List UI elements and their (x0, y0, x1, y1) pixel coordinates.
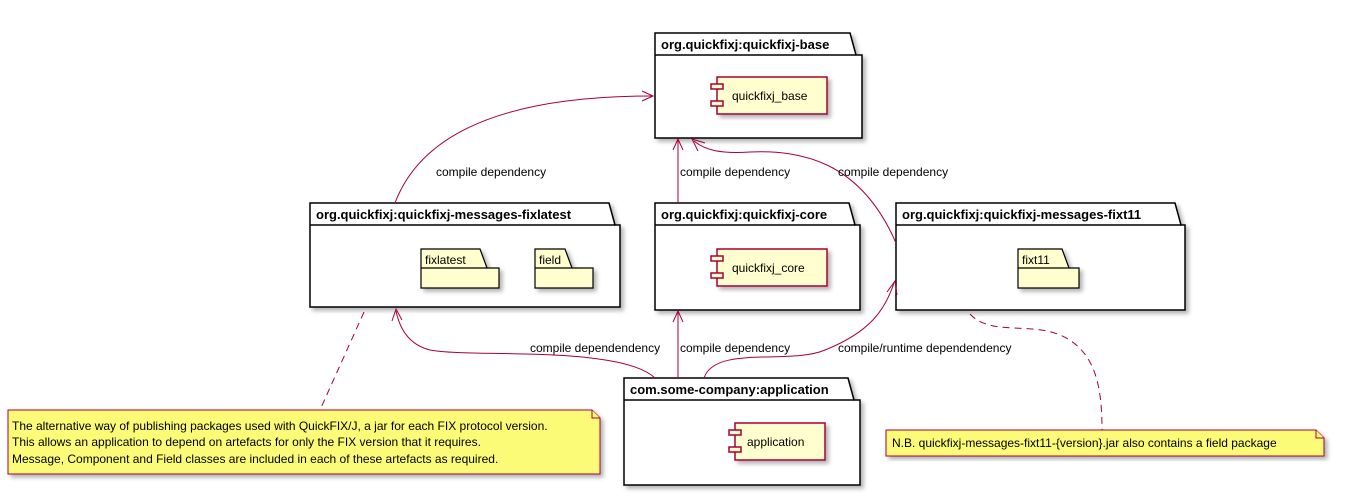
note-right: N.B. quickfixj-messages-fixt11-{version}… (885, 429, 1325, 457)
edge-label: compile dependency (680, 165, 790, 179)
package-quickfixj-core: org.quickfixj:quickfixj-core quickfixj_c… (654, 202, 861, 311)
edge-fixt11-to-base: compile dependency (691, 138, 948, 244)
package-quickfixj-base: org.quickfixj:quickfixj-base quickfixj_b… (654, 32, 863, 139)
note-line: This allows an application to depend on … (12, 435, 481, 449)
package-quickfixj-messages-fixt11: org.quickfixj:quickfixj-messages-fixt11 … (895, 202, 1186, 311)
package-title: org.quickfixj:quickfixj-core (661, 207, 827, 222)
edge-app-to-fixlatest: compile dependendency (391, 307, 660, 379)
folder-label: field (539, 253, 561, 267)
note-line: N.B. quickfixj-messages-fixt11-{version}… (892, 436, 1277, 450)
folder-fixt11: fixt11 (1017, 248, 1080, 289)
package-application: com.some-company:application application (623, 377, 861, 486)
component-label: application (747, 435, 804, 449)
edge-label: compile dependency (436, 165, 546, 179)
component-quickfixj-core: quickfixj_core (710, 248, 828, 287)
note-left: The alternative way of publishing packag… (7, 409, 601, 475)
package-title: org.quickfixj:quickfixj-messages-fixt11 (902, 207, 1141, 222)
edge-app-to-core: compile dependency (672, 309, 790, 378)
note-connector-left (319, 311, 365, 411)
folder-field: field (534, 248, 594, 289)
component-label: quickfixj_core (732, 261, 805, 275)
edge-label: compile/runtime dependendency (838, 341, 1011, 355)
component-quickfixj-base: quickfixj_base (710, 76, 828, 115)
folder-label: fixt11 (1022, 253, 1050, 267)
note-connector-right (969, 313, 1103, 431)
edge-label: compile dependency (838, 165, 948, 179)
component-application: application (728, 422, 826, 461)
package-title: org.quickfixj:quickfixj-base (661, 37, 829, 52)
edge-app-to-fixt11: compile/runtime dependendency (703, 279, 1011, 379)
edge-fixlatest-to-base: compile dependency (394, 90, 655, 204)
edge-core-to-base: compile dependency (672, 137, 790, 203)
folder-fixlatest: fixlatest (420, 248, 500, 289)
folder-label: fixlatest (425, 253, 466, 267)
note-line: Message, Component and Field classes are… (12, 452, 498, 466)
package-title: com.some-company:application (630, 382, 829, 397)
package-title: org.quickfixj:quickfixj-messages-fixlate… (316, 207, 572, 222)
component-label: quickfixj_base (732, 89, 808, 103)
edge-label: compile dependency (680, 341, 790, 355)
edge-label: compile dependendency (530, 341, 660, 355)
package-quickfixj-messages-fixlatest: org.quickfixj:quickfixj-messages-fixlate… (309, 202, 621, 308)
note-line: The alternative way of publishing packag… (12, 419, 548, 433)
